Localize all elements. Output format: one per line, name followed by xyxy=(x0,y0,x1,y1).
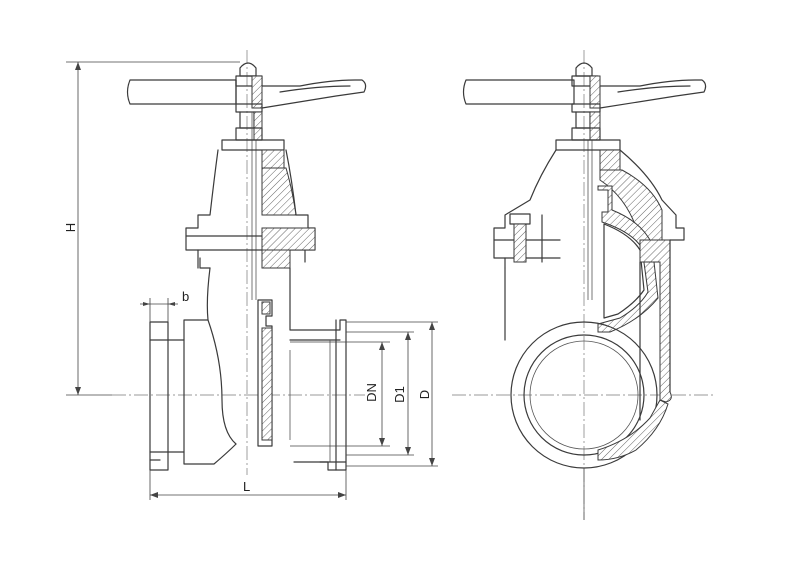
side-inner-circle xyxy=(529,340,639,450)
label-L: L xyxy=(243,479,251,494)
dimension-D1 xyxy=(346,331,414,456)
front-bonnet xyxy=(185,139,316,269)
side-pipe-bore xyxy=(523,334,645,456)
front-handwheel xyxy=(126,62,367,113)
front-body xyxy=(149,267,347,471)
side-stem xyxy=(571,111,601,300)
dimension-H xyxy=(66,61,240,396)
front-section-view xyxy=(66,50,438,500)
side-body xyxy=(504,239,672,520)
side-bonnet xyxy=(493,139,685,269)
label-b: b xyxy=(182,289,190,304)
label-H: H xyxy=(63,222,79,233)
dimension-DN xyxy=(290,341,390,447)
side-handwheel xyxy=(462,62,707,113)
side-section-view xyxy=(452,50,715,520)
front-wedge xyxy=(257,299,273,447)
dimension-D xyxy=(346,321,438,467)
label-D1: D1 xyxy=(391,386,407,403)
label-DN: DN xyxy=(363,383,379,402)
label-D: D xyxy=(417,389,433,400)
dimension-L xyxy=(149,470,347,500)
side-wedge xyxy=(597,185,659,333)
dimension-b xyxy=(140,298,178,322)
